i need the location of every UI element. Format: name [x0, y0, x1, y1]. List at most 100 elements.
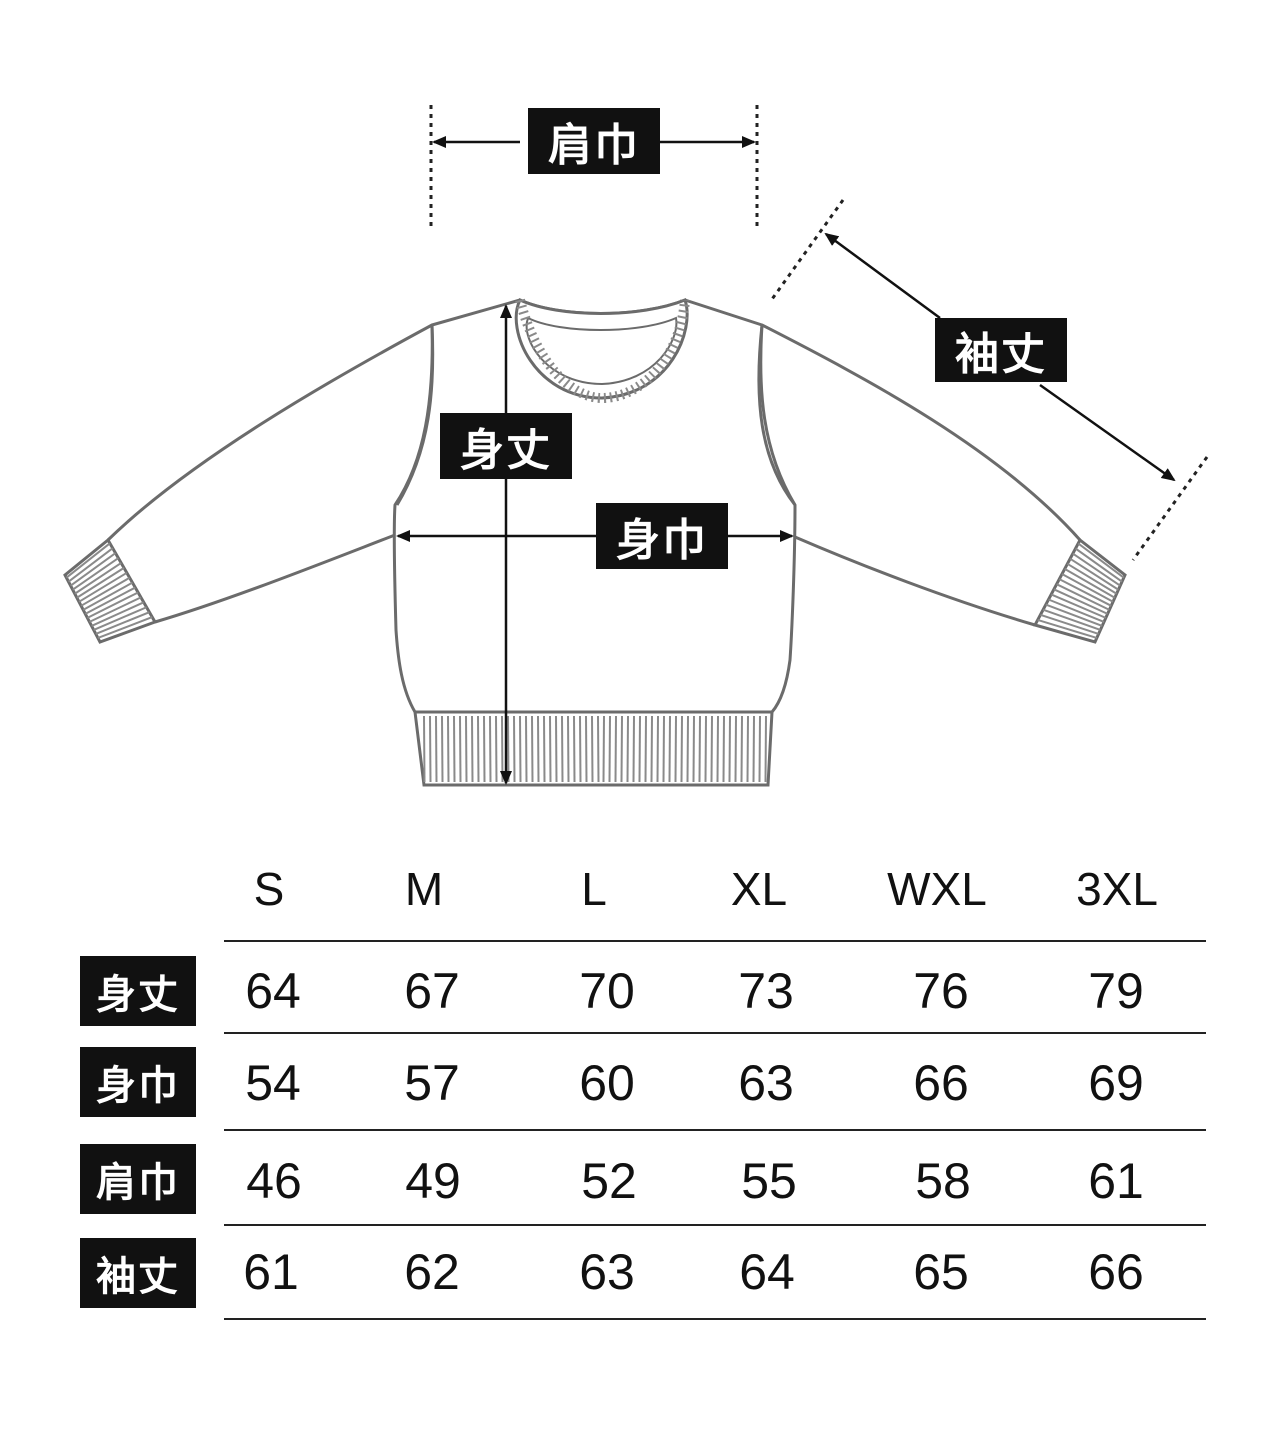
- rib-line: [435, 715, 438, 783]
- rib-line: [698, 715, 701, 783]
- table-cell: 55: [741, 1153, 797, 1209]
- rib-line: [423, 715, 426, 783]
- rib-line: [447, 715, 450, 783]
- table-cell: 58: [915, 1153, 971, 1209]
- rib-line: [764, 715, 767, 783]
- table-cell: 69: [1088, 1055, 1144, 1111]
- length-label: 身丈: [440, 413, 572, 479]
- size-header-s: S: [253, 863, 285, 915]
- rib-line: [656, 715, 659, 783]
- rib-line: [513, 715, 516, 783]
- rib-line: [1077, 542, 1125, 579]
- rib-line: [752, 715, 755, 783]
- rib-line: [453, 715, 456, 783]
- row-label-length: 身丈: [80, 956, 196, 1026]
- rib-line: [680, 715, 683, 783]
- rib-line: [1066, 562, 1118, 595]
- hem-rib: [413, 710, 774, 787]
- rib-line: [650, 715, 653, 783]
- shoulder-measure: [429, 105, 759, 228]
- row-label-sleeve: 袖丈: [80, 1238, 196, 1308]
- rib-line: [704, 715, 707, 783]
- rib-line: [1048, 598, 1105, 623]
- rib-line: [734, 715, 737, 783]
- rib-line: [89, 596, 142, 623]
- rib-line: [441, 715, 444, 783]
- rib-line: [477, 715, 480, 783]
- table-cell: 49: [405, 1153, 461, 1209]
- rib-line: [597, 715, 600, 783]
- rib-line: [1072, 552, 1121, 587]
- rib-line: [1074, 547, 1123, 583]
- table-cell: 52: [581, 1153, 637, 1209]
- rib-line: [471, 715, 474, 783]
- table-cell: 60: [579, 1055, 635, 1111]
- collar-rib: [514, 298, 690, 404]
- size-header-3xl: 3XL: [1076, 863, 1158, 915]
- rib-line: [91, 601, 145, 627]
- table-cell: 61: [1088, 1153, 1144, 1209]
- rib-line: [746, 715, 749, 783]
- size-header-m: M: [404, 863, 444, 915]
- left-cuff-rib: [63, 537, 158, 644]
- rib-line: [80, 576, 131, 607]
- rib-line: [525, 715, 528, 783]
- rib-line: [662, 715, 665, 783]
- table-cell: 62: [404, 1244, 460, 1300]
- rib-line: [549, 715, 552, 783]
- size-header-l: L: [581, 863, 607, 915]
- table-cell: 64: [245, 963, 301, 1019]
- row-label-width: 身巾: [80, 1047, 196, 1117]
- sleeve-label: 袖丈: [935, 318, 1067, 382]
- rib-line: [72, 557, 119, 591]
- table-divider: [224, 1129, 1206, 1131]
- table-divider: [224, 1032, 1206, 1034]
- size-header-xl: XL: [730, 863, 788, 915]
- sweatshirt-diagram: [63, 105, 1209, 787]
- rib-line: [76, 567, 125, 599]
- table-cell: 63: [579, 1244, 635, 1300]
- rib-line: [644, 715, 647, 783]
- rib-line: [585, 715, 588, 783]
- rib-line: [78, 571, 128, 603]
- sweatshirt-outline: [106, 298, 1082, 714]
- rib-line: [1056, 583, 1110, 611]
- rib-line: [67, 547, 114, 583]
- rib-line: [429, 715, 432, 783]
- rib-line: [561, 715, 564, 783]
- rib-line: [567, 715, 570, 783]
- table-cell: 66: [913, 1055, 969, 1111]
- row-label-shoulder: 肩巾: [80, 1144, 196, 1214]
- rib-line: [1040, 613, 1099, 635]
- rib-line: [74, 562, 122, 595]
- rib-line: [1064, 568, 1116, 599]
- table-cell: 76: [913, 963, 969, 1019]
- table-cell: 46: [246, 1153, 302, 1209]
- rib-line: [483, 715, 486, 783]
- table-cell: 64: [739, 1244, 795, 1300]
- rib-line: [591, 715, 594, 783]
- rib-line: [674, 715, 677, 783]
- rib-line: [65, 542, 111, 579]
- table-cell: 57: [404, 1055, 460, 1111]
- rib-line: [1058, 578, 1112, 607]
- table-divider: [224, 940, 1206, 942]
- table-cell: 54: [245, 1055, 301, 1111]
- rib-line: [537, 715, 540, 783]
- rib-line: [1045, 603, 1103, 627]
- rib-line: [710, 715, 713, 783]
- rib-line: [519, 715, 522, 783]
- table-cell: 63: [738, 1055, 794, 1111]
- rib-line: [1069, 557, 1119, 591]
- table-divider: [224, 1224, 1206, 1226]
- right-cuff-rib: [1032, 537, 1127, 644]
- shoulder-label: 肩巾: [528, 108, 660, 174]
- rib-line: [70, 552, 117, 587]
- rib-line: [602, 715, 605, 783]
- rib-line: [686, 715, 689, 783]
- rib-line: [93, 606, 147, 631]
- rib-line: [692, 715, 695, 783]
- rib-line: [489, 715, 492, 783]
- rib-line: [1037, 618, 1098, 639]
- rib-line: [668, 715, 671, 783]
